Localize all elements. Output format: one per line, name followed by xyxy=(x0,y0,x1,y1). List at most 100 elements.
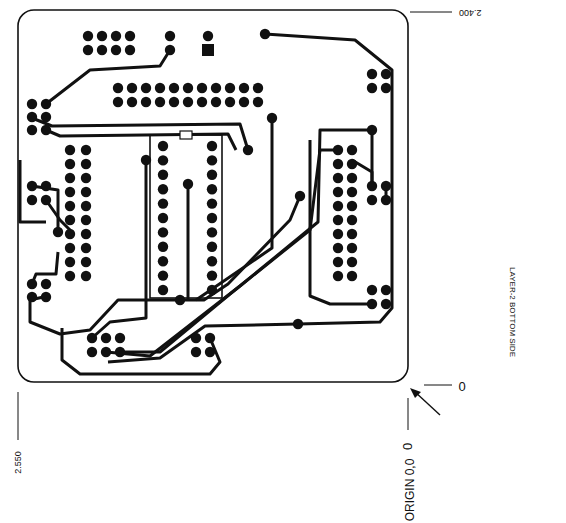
pad xyxy=(333,201,343,211)
pad xyxy=(347,173,357,183)
pad xyxy=(41,125,51,135)
layer-title: LAYER-2 BOTTOM SIDE xyxy=(508,266,516,358)
pad xyxy=(175,295,185,305)
pad xyxy=(158,170,168,180)
pad xyxy=(158,285,168,295)
pad xyxy=(207,184,217,194)
origin-label: ORIGIN 0,0 xyxy=(404,458,416,523)
pad xyxy=(205,347,215,357)
pad xyxy=(87,347,97,357)
pad xyxy=(81,145,91,155)
pad xyxy=(158,155,168,165)
pad xyxy=(81,271,91,281)
pad xyxy=(295,191,305,201)
pad xyxy=(367,285,377,295)
pad xyxy=(207,227,217,237)
pad xyxy=(158,198,168,208)
pad xyxy=(125,45,135,55)
pad xyxy=(165,45,175,55)
pad xyxy=(65,271,75,281)
pad xyxy=(27,195,37,205)
pad xyxy=(197,83,207,93)
dimension-line xyxy=(408,398,409,430)
pad xyxy=(347,187,357,197)
board-outline xyxy=(18,10,408,382)
pad xyxy=(243,145,253,155)
pad xyxy=(253,83,263,93)
pad xyxy=(183,179,193,189)
pad xyxy=(207,198,217,208)
pad xyxy=(65,257,75,267)
pad xyxy=(381,299,391,309)
pad xyxy=(197,97,207,107)
pad xyxy=(347,145,357,155)
pad xyxy=(381,195,391,205)
pad xyxy=(41,195,51,205)
pad xyxy=(155,97,165,107)
pad xyxy=(333,229,343,239)
pad xyxy=(367,181,377,191)
pad xyxy=(158,270,168,280)
pad xyxy=(381,83,391,93)
pad xyxy=(65,201,75,211)
dimension-line xyxy=(18,392,19,440)
pad xyxy=(127,83,137,93)
pad xyxy=(155,83,165,93)
square-pad xyxy=(202,44,214,56)
pad xyxy=(347,229,357,239)
pad xyxy=(381,69,391,79)
pads xyxy=(27,29,391,357)
pad xyxy=(347,243,357,253)
pad xyxy=(27,181,37,191)
pad xyxy=(65,159,75,169)
pad xyxy=(225,83,235,93)
pad xyxy=(158,242,168,252)
pad xyxy=(83,45,93,55)
dimension-line xyxy=(410,12,452,13)
pad xyxy=(158,256,168,266)
pad xyxy=(113,97,123,107)
pad xyxy=(27,112,37,122)
pad xyxy=(158,184,168,194)
pad xyxy=(125,31,135,41)
pad xyxy=(333,159,343,169)
pad xyxy=(115,333,125,343)
pad xyxy=(81,215,91,225)
pad xyxy=(207,213,217,223)
pad xyxy=(347,201,357,211)
pad xyxy=(333,243,343,253)
pad xyxy=(253,97,263,107)
pad xyxy=(225,97,235,107)
pad xyxy=(81,257,91,267)
pad xyxy=(333,173,343,183)
pad xyxy=(27,125,37,135)
coordinate-label: 0 xyxy=(401,441,414,450)
pad xyxy=(333,187,343,197)
pad xyxy=(27,292,37,302)
pad xyxy=(207,141,217,151)
pad xyxy=(207,170,217,180)
dimension-line xyxy=(424,385,452,386)
pad xyxy=(81,201,91,211)
pad xyxy=(347,215,357,225)
pad xyxy=(205,333,215,343)
pad xyxy=(333,145,343,155)
pad xyxy=(207,155,217,165)
pad xyxy=(367,125,377,135)
pad xyxy=(169,97,179,107)
pad xyxy=(367,195,377,205)
pad xyxy=(41,112,51,122)
pad xyxy=(65,243,75,253)
pad xyxy=(113,83,123,93)
pad xyxy=(207,256,217,266)
pad xyxy=(41,279,51,289)
pad xyxy=(101,347,111,357)
pad xyxy=(127,97,137,107)
pad xyxy=(81,229,91,239)
pad xyxy=(101,333,111,343)
pad xyxy=(333,257,343,267)
pad xyxy=(65,187,75,197)
pad xyxy=(183,83,193,93)
pad xyxy=(53,227,63,237)
